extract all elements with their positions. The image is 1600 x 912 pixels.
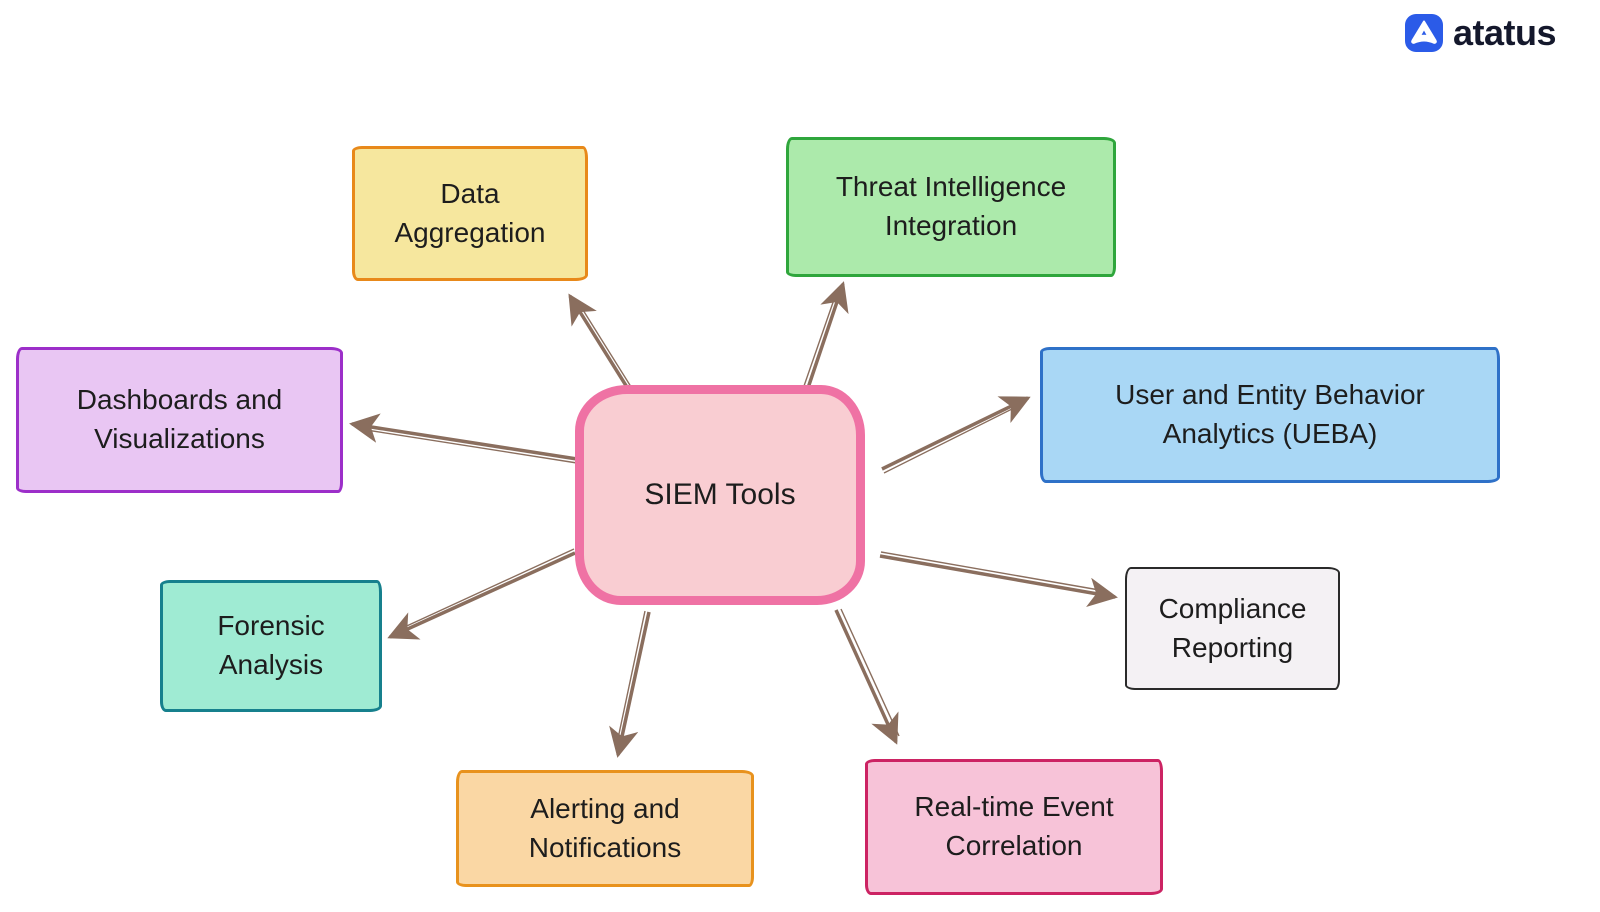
atatus-logo: atatus [1404,12,1557,54]
node-label: Forensic Analysis [217,610,325,680]
arrow-to-ueba [881,396,1031,474]
arrow-to-threat-intelligence-integration [803,281,849,389]
node-dashboards-and-visualizations: Dashboards and Visualizations [16,347,343,493]
node-real-time-event-correlation: Real-time Event Correlation [865,759,1163,895]
arrow-to-forensic-analysis [387,548,576,640]
arrow-to-alerting-and-notifications [609,610,651,758]
arrow-to-compliance-reporting [879,551,1118,608]
atatus-logo-text: atatus [1452,12,1557,53]
node-label: Data Aggregation [394,177,546,248]
node-label: Dashboards and Visualizations [76,384,283,454]
arrow-to-dashboards-and-visualizations [349,413,578,464]
arrow-to-data-aggregation [568,293,634,393]
node-ueba: User and Entity Behavior Analytics (UEBA… [1040,347,1500,483]
node-data-aggregation: Data Aggregation [352,146,588,281]
node-label: User and Entity Behavior Analytics (UEBA… [1115,379,1425,449]
node-label: Alerting and Notifications [528,792,682,863]
atatus-triangle-icon [1404,14,1443,52]
node-label: Threat Intelligence Integration [835,171,1067,241]
arrow-to-real-time-event-correlation [834,608,900,745]
node-threat-intelligence-integration: Threat Intelligence Integration [786,137,1116,277]
node-label: Compliance Reporting [1158,592,1307,663]
node-compliance-reporting: Compliance Reporting [1125,567,1340,690]
node-label: SIEM Tools [644,478,796,512]
node-label: Real-time Event Correlation [914,791,1114,861]
node-forensic-analysis: Forensic Analysis [160,580,382,712]
node-alerting-and-notifications: Alerting and Notifications [456,770,754,887]
node-siem-tools: SIEM Tools [575,385,865,605]
